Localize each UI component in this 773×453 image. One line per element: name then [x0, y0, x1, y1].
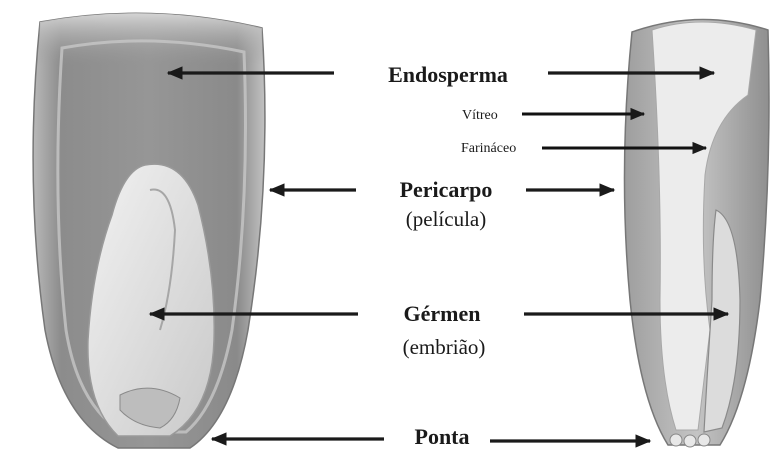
- label-ponta: Ponta: [415, 424, 470, 449]
- label-farinaceo: Farináceo: [461, 141, 516, 156]
- kernel-front-view: [33, 13, 265, 448]
- kernel-front-top-highlight: [39, 13, 263, 160]
- label-endosperma: Endosperma: [388, 62, 508, 87]
- label-vitreo: Vítreo: [462, 108, 498, 123]
- kernel-side-tip-bead: [698, 434, 710, 446]
- label-germen: Gérmen: [404, 301, 481, 326]
- label-embriao: (embrião): [403, 335, 486, 359]
- kernel-side-tip-bead: [684, 435, 696, 447]
- kernel-side-view: [624, 19, 769, 447]
- kernel-side-tip-bead: [670, 434, 682, 446]
- label-pelicula: (película): [406, 207, 486, 231]
- label-pericarpo: Pericarpo: [400, 177, 493, 202]
